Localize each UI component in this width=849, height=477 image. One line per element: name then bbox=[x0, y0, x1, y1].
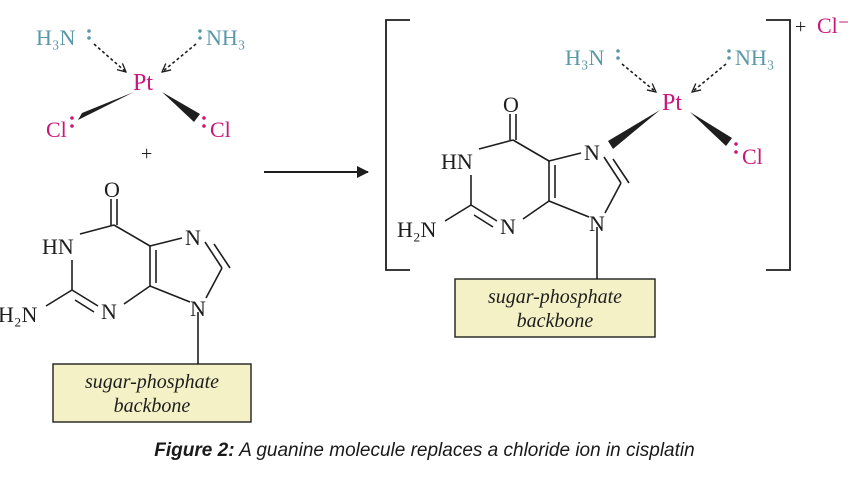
lone-pair-dot bbox=[70, 116, 74, 120]
hn-label: HN bbox=[441, 149, 473, 174]
wedge-bond-right bbox=[162, 92, 200, 122]
lone-pair-dot bbox=[198, 29, 202, 33]
n3-label: N bbox=[500, 214, 516, 239]
nh3-right-label: NH₃ bbox=[735, 45, 774, 70]
figure-text: A guanine molecule replaces a chloride i… bbox=[239, 440, 695, 461]
wedge-bond-chloride bbox=[690, 112, 732, 146]
platinum-label: Pt bbox=[662, 90, 682, 116]
backbone-line2: backbone bbox=[517, 310, 594, 332]
lone-pair-dot bbox=[70, 124, 74, 128]
amine-label: H₂N bbox=[397, 217, 437, 242]
platinum-label: Pt bbox=[133, 70, 153, 96]
backbone-box-right: sugar-phosphate backbone bbox=[454, 278, 656, 338]
backbone-line1: sugar-phosphate bbox=[488, 286, 622, 308]
amine-label: H₂N bbox=[0, 302, 38, 327]
complex-platinum-center: H₃N NH₃ Pt Cl bbox=[565, 45, 774, 169]
lone-pair-dot bbox=[198, 36, 202, 40]
chloride-left-label: Cl bbox=[46, 117, 67, 142]
chloride-right-label: Cl bbox=[210, 117, 231, 142]
backbone-line1: sugar-phosphate bbox=[85, 371, 219, 393]
nh3-left-label: H₃N bbox=[36, 25, 76, 50]
dative-bond-right bbox=[162, 43, 197, 72]
nh3-left-label: H₃N bbox=[565, 45, 605, 70]
n9-label: N bbox=[190, 296, 206, 321]
lone-pair-dot bbox=[727, 56, 731, 60]
lone-pair-dot bbox=[734, 142, 738, 146]
backbone-box-left: sugar-phosphate backbone bbox=[52, 363, 252, 423]
cisplatin-molecule: H₃N NH₃ Pt Cl Cl bbox=[36, 25, 245, 142]
lone-pair-dot bbox=[202, 116, 206, 120]
lone-pair-dot bbox=[616, 56, 620, 60]
counter-ion-label: Cl⁻ bbox=[817, 13, 849, 38]
nh3-right-label: NH₃ bbox=[206, 25, 245, 50]
dative-bond-left bbox=[93, 43, 126, 72]
guanine-molecule bbox=[45, 199, 231, 364]
figure-label: Figure 2: bbox=[154, 440, 235, 461]
guanine-atom-labels: O HN N N N H₂N bbox=[0, 177, 206, 327]
wedge-bond-left bbox=[78, 92, 134, 120]
backbone-line2: backbone bbox=[114, 395, 191, 417]
hn-label: HN bbox=[42, 234, 74, 259]
oxygen-label: O bbox=[503, 92, 519, 117]
complex-guanine-atom-labels: O HN N N N H₂N bbox=[397, 92, 605, 242]
lone-pair-dot bbox=[616, 49, 620, 53]
lone-pair-dot bbox=[202, 124, 206, 128]
dative-bond-right bbox=[692, 63, 727, 92]
n9-label: N bbox=[589, 211, 605, 236]
dative-bond-left bbox=[621, 63, 656, 92]
complex-brackets bbox=[385, 19, 791, 271]
chloride-label: Cl bbox=[742, 144, 763, 169]
n7-label: N bbox=[584, 140, 600, 165]
plus-sign: + bbox=[141, 143, 152, 165]
n3-label: N bbox=[101, 299, 117, 324]
lone-pair-dot bbox=[727, 49, 731, 53]
wedge-bond-guanine bbox=[608, 110, 660, 149]
figure-caption: Figure 2: A guanine molecule replaces a … bbox=[0, 440, 849, 462]
lone-pair-dot bbox=[87, 36, 91, 40]
complex-charge: + bbox=[795, 16, 806, 38]
lone-pair-dot bbox=[734, 150, 738, 154]
complex-guanine bbox=[444, 114, 630, 279]
lone-pair-dot bbox=[87, 29, 91, 33]
oxygen-label: O bbox=[104, 177, 120, 202]
n7-label: N bbox=[185, 225, 201, 250]
